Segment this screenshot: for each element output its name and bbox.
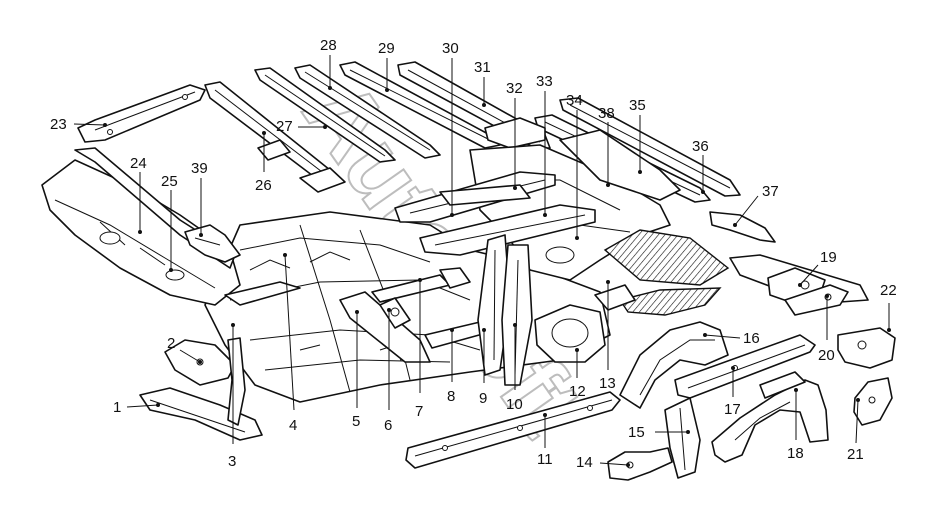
rear-crossmembers bbox=[394, 171, 596, 256]
callout-27: 27 bbox=[276, 118, 293, 135]
callout-21: 21 bbox=[847, 446, 864, 463]
callout-7: 7 bbox=[415, 403, 423, 420]
roof-crossmembers bbox=[204, 61, 501, 193]
callout-38: 38 bbox=[598, 105, 615, 122]
callout-13: 13 bbox=[599, 375, 616, 392]
callout-1: 1 bbox=[113, 399, 121, 416]
callout-2: 2 bbox=[167, 335, 175, 352]
pillar-lower-15 bbox=[664, 397, 701, 479]
callout-8: 8 bbox=[447, 388, 455, 405]
callout-17: 17 bbox=[724, 401, 741, 418]
callout-28: 28 bbox=[320, 37, 337, 54]
callout-29: 29 bbox=[378, 40, 395, 57]
callout-labels: 1 2 3 4 5 6 7 8 9 10 11 12 13 14 15 16 1… bbox=[50, 37, 897, 471]
callout-10: 10 bbox=[506, 396, 523, 413]
callout-5: 5 bbox=[352, 413, 360, 430]
windshield-header bbox=[77, 84, 206, 143]
callout-25: 25 bbox=[161, 173, 178, 190]
callout-35: 35 bbox=[629, 97, 646, 114]
callout-14: 14 bbox=[576, 454, 593, 471]
callout-32: 32 bbox=[506, 80, 523, 97]
callout-20: 20 bbox=[818, 347, 835, 364]
callout-3: 3 bbox=[228, 453, 236, 470]
callout-33: 33 bbox=[536, 73, 553, 90]
inner-wheelhouse bbox=[534, 304, 606, 363]
callout-30: 30 bbox=[442, 40, 459, 57]
callout-26: 26 bbox=[255, 177, 272, 194]
bracket-37 bbox=[709, 211, 776, 243]
b-pillars bbox=[477, 234, 533, 386]
callout-6: 6 bbox=[384, 417, 392, 434]
callout-4: 4 bbox=[289, 417, 297, 434]
callout-36: 36 bbox=[692, 138, 709, 155]
callout-15: 15 bbox=[628, 424, 645, 441]
sound-insulation-pads bbox=[603, 229, 730, 316]
rear-panel bbox=[729, 254, 869, 316]
callout-22: 22 bbox=[880, 282, 897, 299]
misc-braces bbox=[224, 281, 636, 311]
callout-19: 19 bbox=[820, 249, 837, 266]
callout-12: 12 bbox=[569, 383, 586, 400]
rocker-sill bbox=[405, 391, 621, 469]
callout-18: 18 bbox=[787, 445, 804, 462]
bracket-39 bbox=[184, 224, 241, 263]
leader-lines bbox=[73, 55, 891, 467]
rear-fender-outer bbox=[711, 371, 829, 463]
rear-wheel-arch-inner bbox=[619, 321, 729, 409]
brackets-21-22 bbox=[837, 327, 896, 426]
callout-9: 9 bbox=[479, 390, 487, 407]
callout-23: 23 bbox=[50, 116, 67, 133]
callout-39: 39 bbox=[191, 160, 208, 177]
callout-34: 34 bbox=[566, 92, 583, 109]
callout-31: 31 bbox=[474, 59, 491, 76]
callout-24: 24 bbox=[130, 155, 147, 172]
callout-16: 16 bbox=[743, 330, 760, 347]
callout-11: 11 bbox=[537, 451, 553, 468]
callout-37: 37 bbox=[762, 183, 779, 200]
